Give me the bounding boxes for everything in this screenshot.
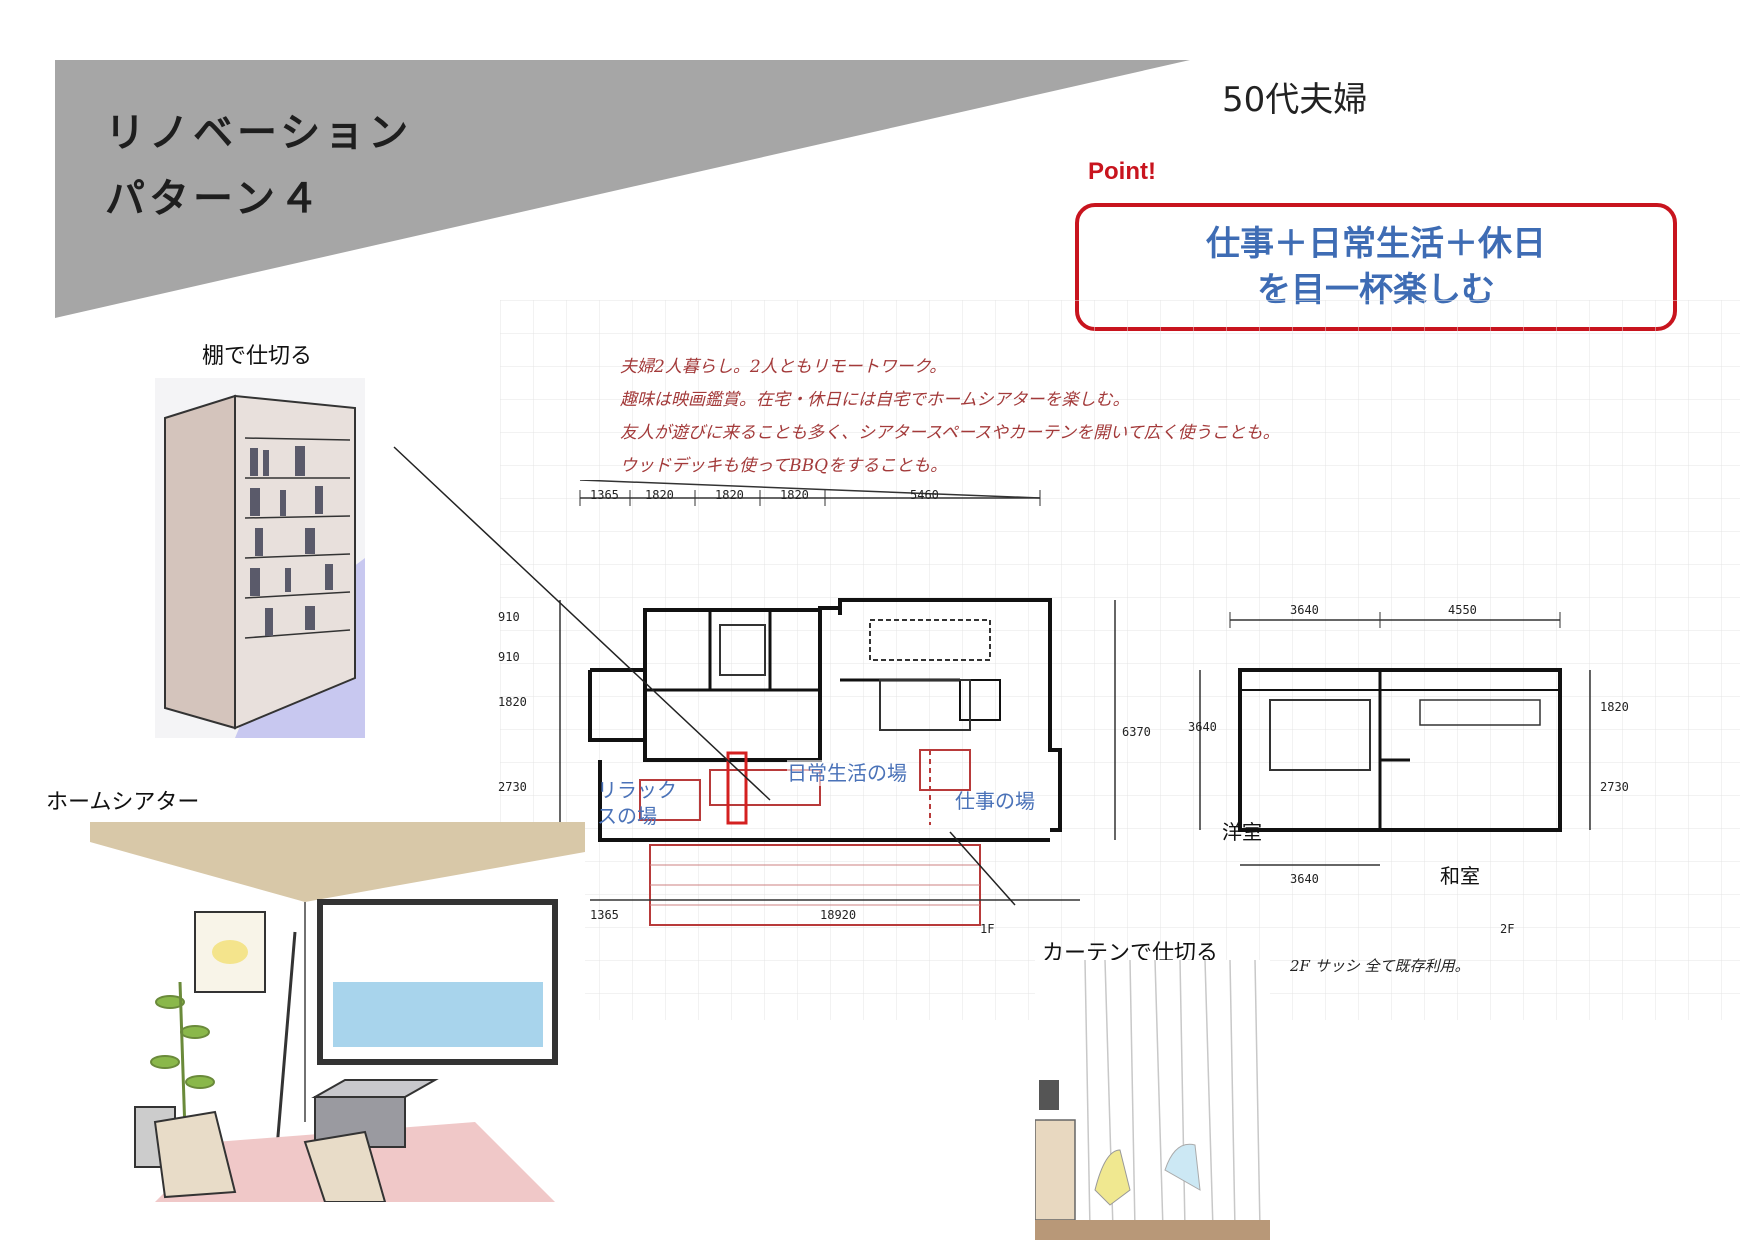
callout-shelf: 棚で仕切る <box>202 344 313 369</box>
point-line1: 仕事＋日常生活＋休日 <box>1206 224 1546 264</box>
dim-right: 6370 <box>1122 725 1151 739</box>
dim-left-2: 910 <box>498 650 520 664</box>
room-western: 洋室 <box>1222 820 1262 844</box>
callout-theater: ホームシアター <box>46 790 200 815</box>
zone-daily: 日常生活の場 <box>787 760 907 786</box>
header-banner <box>55 60 1190 318</box>
second-floor-plan <box>1199 612 1591 866</box>
zone-relax: リラックスの場 <box>597 778 677 828</box>
dim-2f-right-2: 2730 <box>1600 780 1629 794</box>
dim-bottom-1: 1365 <box>590 908 619 922</box>
home-theater-illustration <box>35 822 585 1202</box>
target-audience: 50代夫婦 <box>1222 80 1368 120</box>
note-line-1: 夫婦2人暮らし。2人ともリモートワーク。 <box>620 357 947 377</box>
ground-floor-plan <box>559 480 1116 926</box>
room-japanese: 和室 <box>1440 864 1480 888</box>
dim-left-4: 2730 <box>498 780 527 794</box>
floor-1f-label: 1F <box>980 922 995 936</box>
banner-shape <box>55 60 1190 318</box>
page-title-line2: パターン４ <box>105 176 323 222</box>
dim-2f-top-2: 4550 <box>1448 603 1477 617</box>
dim-2f-bottom: 3640 <box>1290 872 1319 886</box>
dim-left-1: 910 <box>498 610 520 624</box>
curtain-illustration <box>1035 960 1270 1240</box>
dim-top-1: 1365 <box>590 488 619 502</box>
note-line-3: 友人が遊びに来ることも多く、シアタースペースやカーテンを開いて広く使うことも。 <box>620 423 1280 443</box>
note-line-4: ウッドデッキも使ってBBQをすることも。 <box>620 456 948 476</box>
page-title-line1: リノベーション <box>105 110 413 156</box>
dim-top-2: 1820 <box>645 488 674 502</box>
point-label: Point! <box>1088 158 1156 185</box>
dim-top-3: 1820 <box>715 488 744 502</box>
dim-2f-right-1: 1820 <box>1600 700 1629 714</box>
floor-2f-label: 2F <box>1500 922 1515 936</box>
bookshelf-illustration <box>155 378 365 738</box>
note-line-2: 趣味は映画鑑賞。在宅・休日には自宅でホームシアターを楽しむ。 <box>620 390 1130 410</box>
dim-left-3: 1820 <box>498 695 527 709</box>
dim-2f-left: 3640 <box>1188 720 1217 734</box>
zone-work: 仕事の場 <box>955 789 1035 813</box>
dim-top-4: 1820 <box>780 488 809 502</box>
dim-top-5: 5460 <box>910 488 939 502</box>
floor-2f-note: 2F サッシ 全て既存利用。 <box>1290 957 1470 975</box>
dim-2f-top-1: 3640 <box>1290 603 1319 617</box>
dim-bottom-2: 18920 <box>820 908 857 922</box>
